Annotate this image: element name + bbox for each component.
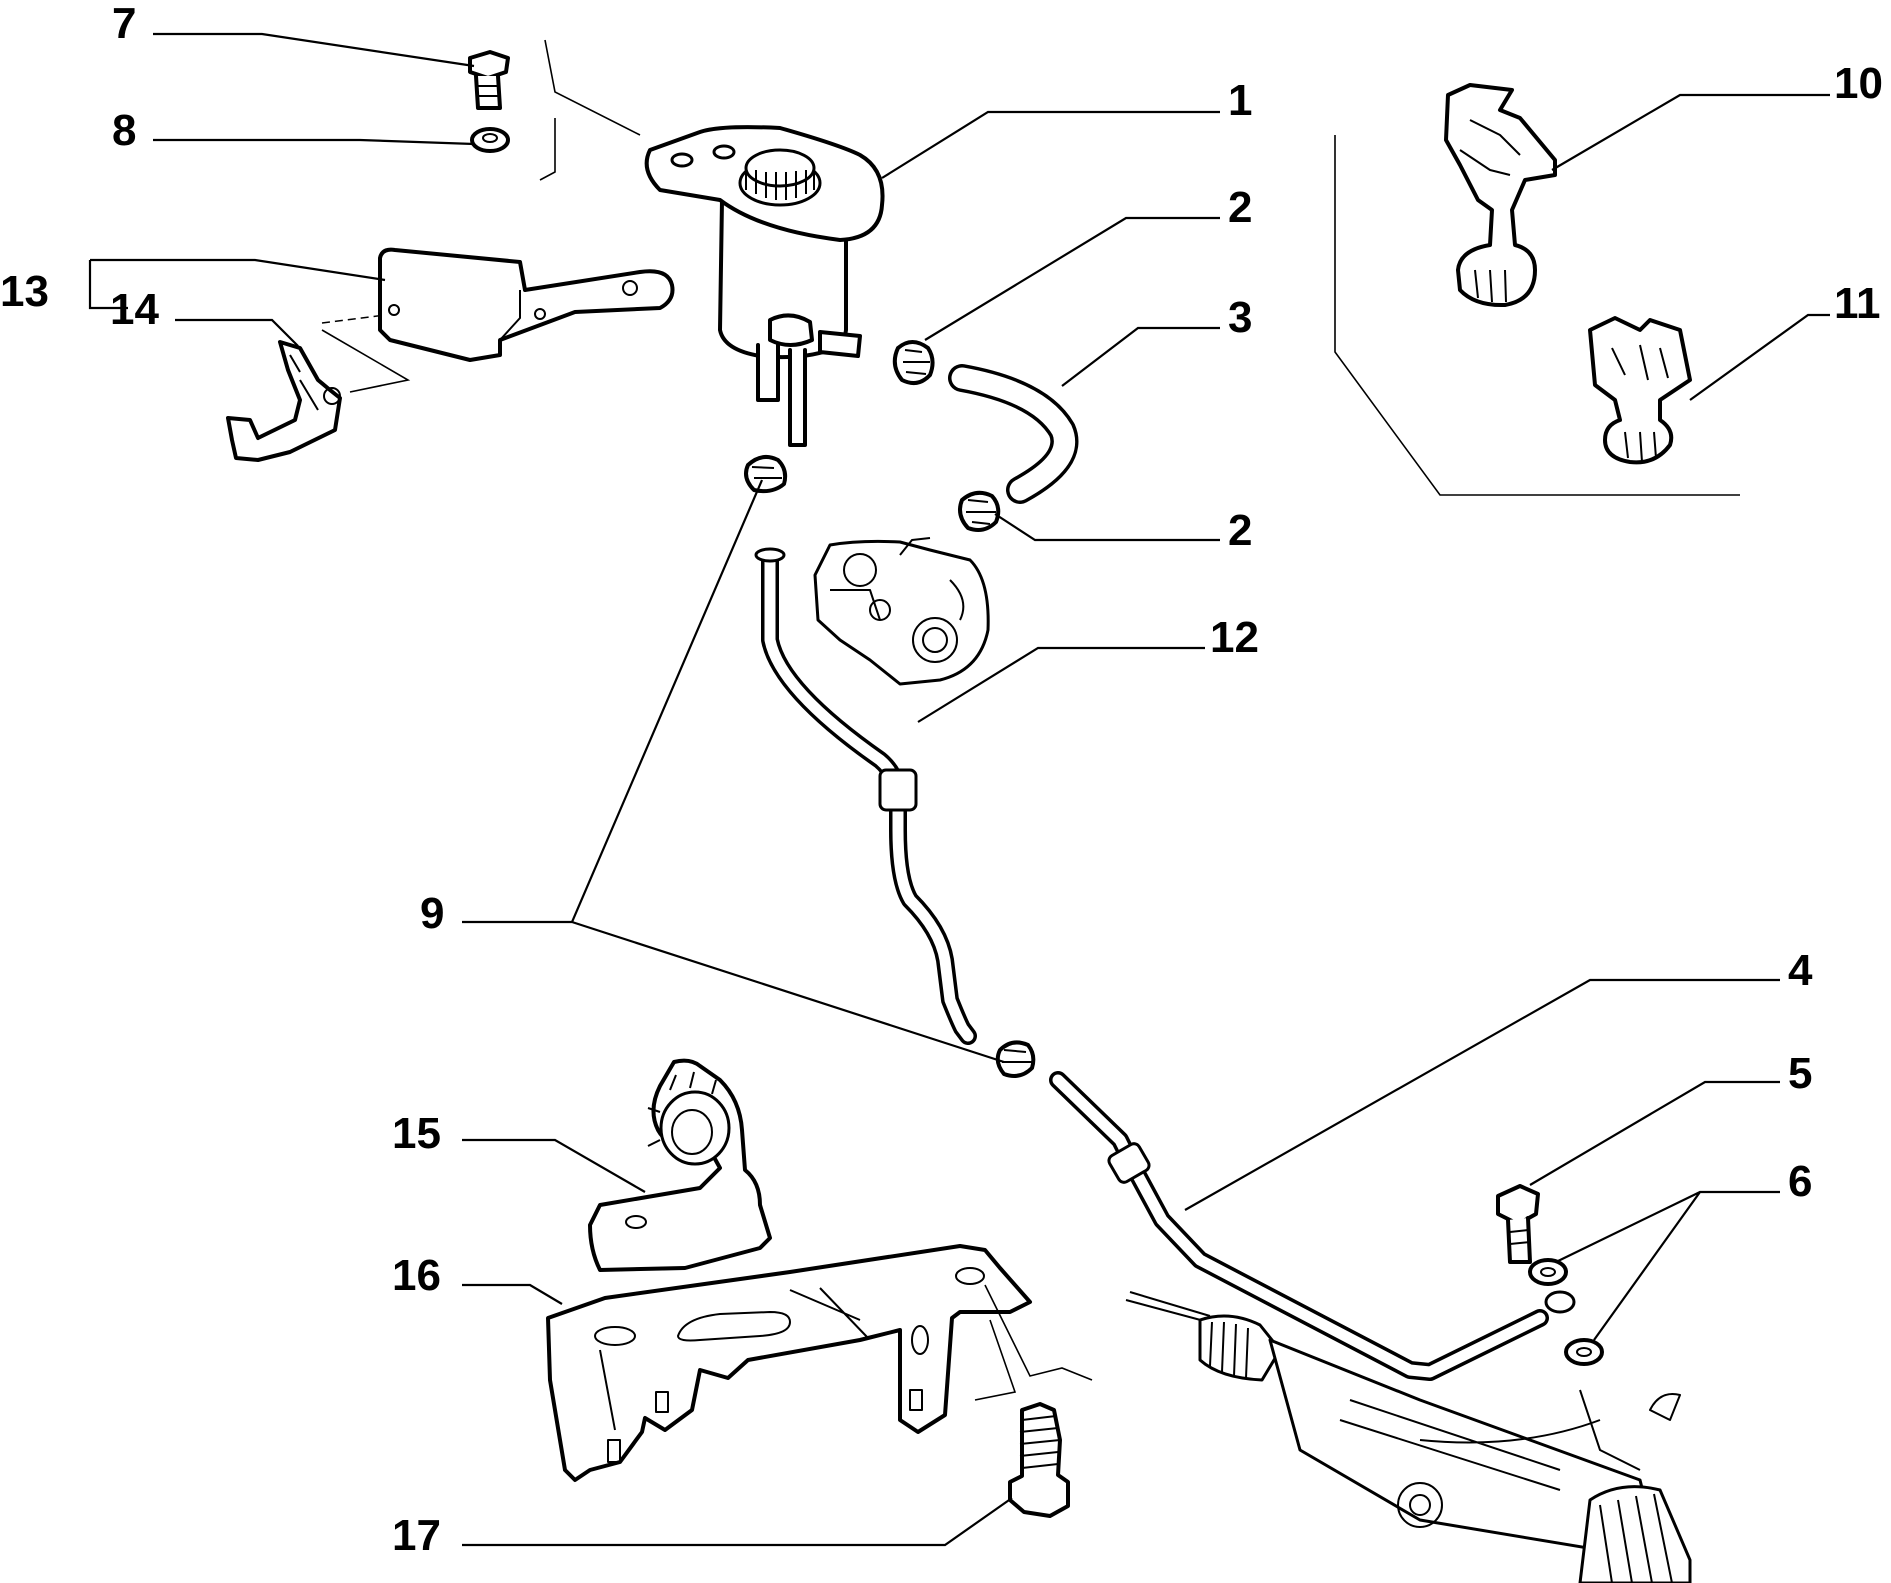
leader-7 bbox=[153, 32, 475, 68]
callout-12: 12 bbox=[1210, 613, 1259, 662]
callout-4: 4 bbox=[1788, 946, 1813, 995]
leader-15 bbox=[462, 1138, 646, 1193]
callout-6: 6 bbox=[1788, 1157, 1812, 1206]
leader-11 bbox=[1689, 313, 1830, 401]
part-washer-6b[interactable] bbox=[1564, 1338, 1604, 1366]
callout-10: 10 bbox=[1834, 59, 1883, 108]
part-bolt-5[interactable] bbox=[1496, 1184, 1540, 1264]
steering-rack bbox=[1125, 1291, 1692, 1583]
part-mounting-plate-16[interactable] bbox=[546, 1244, 1032, 1482]
callout-13: 13 bbox=[0, 267, 49, 316]
callout-15: 15 bbox=[392, 1109, 441, 1158]
leader-13 bbox=[88, 258, 386, 310]
leader-5 bbox=[1529, 1080, 1780, 1186]
leader-9 bbox=[462, 479, 1005, 1064]
part-stud-17[interactable] bbox=[1008, 1402, 1070, 1518]
part-rigid-pipe[interactable] bbox=[1049, 1071, 1576, 1381]
part-fluid-reservoir[interactable] bbox=[644, 125, 885, 447]
part-clip-10[interactable] bbox=[1444, 83, 1557, 308]
leader-6 bbox=[1555, 1190, 1780, 1341]
leader-16 bbox=[462, 1283, 563, 1305]
callout-2a: 2 bbox=[1228, 183, 1252, 232]
bracket-guide-line bbox=[321, 314, 386, 324]
callout-9: 9 bbox=[420, 889, 444, 938]
callout-5: 5 bbox=[1788, 1049, 1812, 1098]
leader-lines bbox=[88, 32, 1830, 1547]
leader-1 bbox=[881, 110, 1220, 179]
leader-3 bbox=[1061, 326, 1220, 387]
part-hose-clamp-9a[interactable] bbox=[744, 454, 788, 494]
part-pressure-hose[interactable] bbox=[754, 547, 977, 1045]
callout-11: 11 bbox=[1834, 279, 1881, 328]
callout-7: 7 bbox=[112, 0, 136, 48]
callout-8: 8 bbox=[112, 106, 136, 155]
callout-2b: 2 bbox=[1228, 506, 1252, 555]
leader-4 bbox=[1184, 978, 1780, 1211]
bolt-7-axis-line bbox=[539, 39, 641, 181]
part-clip-11[interactable] bbox=[1588, 316, 1692, 465]
leader-17 bbox=[462, 1497, 1013, 1547]
plate-stud-guide-line-2 bbox=[974, 1319, 1017, 1401]
part-washer-8[interactable] bbox=[470, 127, 510, 153]
part-bracket-13[interactable] bbox=[378, 247, 675, 362]
part-washer-6a[interactable] bbox=[1528, 1258, 1568, 1286]
part-support-bracket-15[interactable] bbox=[588, 1058, 772, 1272]
part-clip-14[interactable] bbox=[226, 340, 342, 462]
leader-8 bbox=[153, 138, 475, 146]
callout-3: 3 bbox=[1228, 293, 1252, 342]
leader-10 bbox=[1551, 93, 1830, 171]
leader-14 bbox=[175, 318, 299, 347]
part-hose-clamp-lower[interactable] bbox=[958, 490, 1001, 532]
callout-1: 1 bbox=[1228, 76, 1252, 125]
part-hose-clamp-upper[interactable] bbox=[892, 340, 935, 386]
part-pump-body[interactable] bbox=[813, 537, 990, 686]
callout-16: 16 bbox=[392, 1251, 441, 1300]
callout-17: 17 bbox=[392, 1511, 441, 1560]
part-bolt-7[interactable] bbox=[468, 50, 510, 110]
leader-12 bbox=[917, 646, 1205, 723]
clips-group-bracket bbox=[1334, 135, 1740, 496]
plate-stud-guide-line bbox=[984, 1284, 1093, 1381]
callout-14: 14 bbox=[110, 285, 159, 334]
part-hose-clamp-9b[interactable] bbox=[995, 1040, 1036, 1078]
leader-2a bbox=[924, 216, 1220, 341]
part-return-hose[interactable] bbox=[948, 364, 1079, 504]
clip-guide-line bbox=[321, 329, 411, 393]
leader-2b bbox=[994, 513, 1220, 542]
